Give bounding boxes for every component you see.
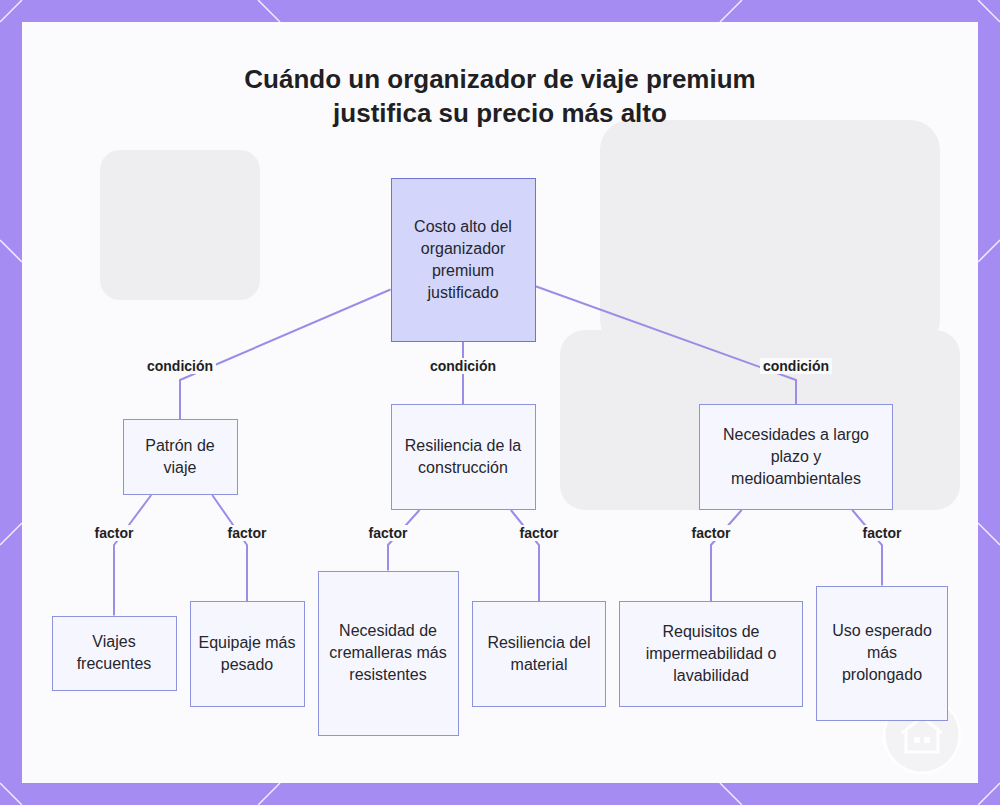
edge-label: condición: [760, 358, 832, 374]
faded-background: [100, 120, 960, 510]
connector-line: [180, 290, 391, 419]
edge-label: factor: [366, 525, 411, 541]
diagram-title: Cuándo un organizador de viaje premium j…: [215, 62, 785, 130]
connector-line: [511, 510, 539, 601]
concept-box: Patrón de viaje: [123, 419, 238, 495]
node-text: Necesidades a largo plazo y medioambient…: [708, 424, 884, 490]
connector-line: [212, 495, 247, 601]
concept-box: Necesidad de cremalleras más resistentes: [318, 571, 459, 736]
connector-line: [852, 510, 882, 586]
concept-box: Resiliencia de la construcción: [391, 404, 536, 510]
edge-label: factor: [860, 525, 905, 541]
node-text: Requisitos de impermeabilidad o lavabili…: [628, 621, 794, 687]
node-text: Resiliencia del material: [481, 632, 597, 676]
edge-label: factor: [517, 525, 562, 541]
node-text: Costo alto del organizador premium justi…: [400, 216, 527, 304]
edge-label: condición: [427, 358, 499, 374]
connector-line: [711, 510, 742, 601]
node-text: Patrón de viaje: [132, 435, 229, 479]
concept-box: Resiliencia del material: [472, 601, 606, 707]
node-text: Uso esperado más prolongado: [825, 620, 939, 686]
concept-box: Uso esperado más prolongado: [816, 586, 948, 721]
node-text: Necesidad de cremalleras más resistentes: [327, 620, 450, 686]
connector-line: [114, 495, 151, 616]
concept-box: Necesidades a largo plazo y medioambient…: [699, 404, 893, 510]
node-text: Equipaje más pesado: [199, 632, 296, 676]
concept-box: Equipaje más pesado: [190, 601, 305, 707]
concept-box: Viajes frecuentes: [52, 616, 177, 691]
node-text: Resiliencia de la construcción: [400, 435, 527, 479]
connector-line: [536, 286, 797, 404]
edge-label: condición: [144, 358, 216, 374]
concept-box: Requisitos de impermeabilidad o lavabili…: [619, 601, 803, 707]
edge-label: factor: [92, 525, 137, 541]
edge-label: factor: [225, 525, 270, 541]
node-text: Viajes frecuentes: [61, 631, 168, 675]
edge-label: factor: [689, 525, 734, 541]
panel: [22, 22, 978, 783]
root-box: Costo alto del organizador premium justi…: [391, 178, 536, 342]
